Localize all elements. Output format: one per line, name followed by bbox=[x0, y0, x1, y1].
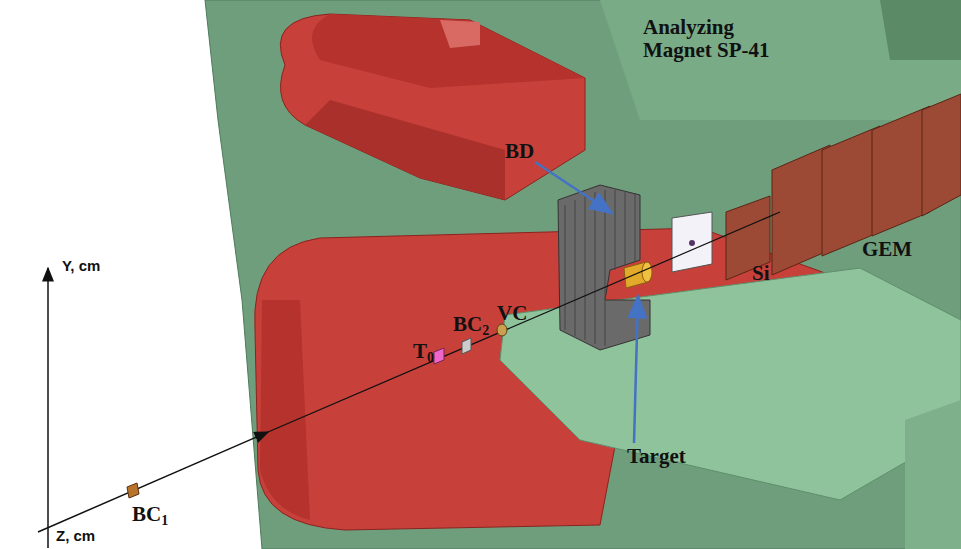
axis-label: Y, cm bbox=[62, 258, 100, 275]
part-name: Target bbox=[627, 445, 686, 468]
axis-label: Z, cm bbox=[56, 528, 95, 545]
part-name: GEM bbox=[862, 238, 912, 261]
detector-name: VC bbox=[497, 302, 527, 325]
magnet-name: Analyzing Magnet SP-41 bbox=[643, 16, 793, 62]
part-name: BD bbox=[505, 140, 534, 163]
detector-name: BC2 bbox=[453, 313, 489, 336]
part-name: Si bbox=[752, 262, 770, 285]
detector-name: T0 bbox=[413, 340, 434, 363]
detector-name: BC1 bbox=[132, 503, 168, 526]
